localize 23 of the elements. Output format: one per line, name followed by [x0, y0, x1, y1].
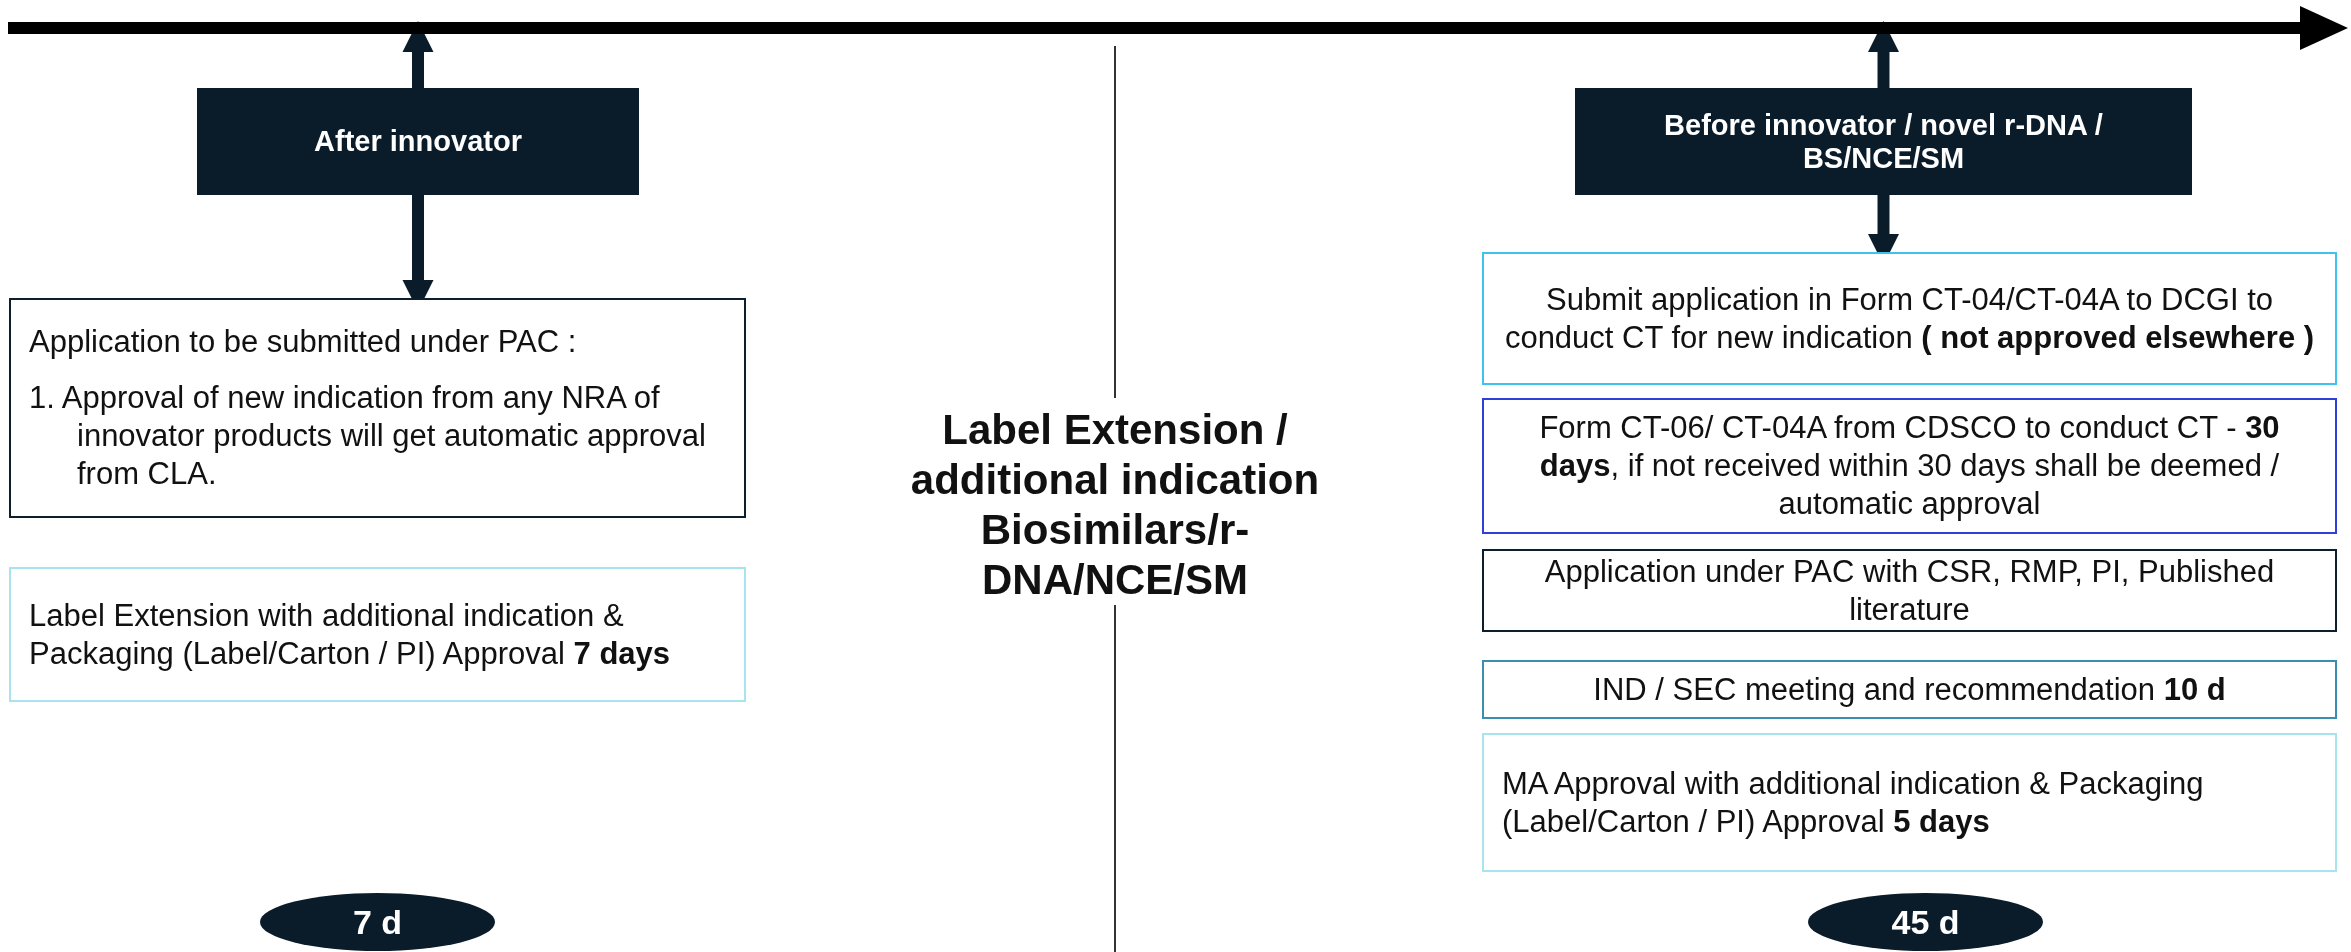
process-box [9, 567, 746, 702]
process-box [9, 298, 746, 518]
box-text: Submit application in Form CT-04/CT-04A to DCGI to conduct CT for new indication ( not approved elsewhere ) [1503, 280, 2316, 357]
box-text: Form CT-06/ CT-04A from CDSCO to conduct CT - 30 days, if not received within 30 days shall be deemed / automatic approval [1538, 409, 2281, 523]
arrow [1867, 21, 1900, 88]
process-box [1482, 398, 2337, 534]
process-box [1482, 733, 2337, 872]
box-label: After innovator [314, 125, 522, 158]
list-item: 1. Approval of new indication from any NRA of innovator products will get automatic approval from CLA. [29, 379, 707, 493]
category-box [1575, 88, 2192, 195]
timeline-arrow [8, 6, 2348, 50]
process-box [1482, 549, 2337, 632]
process-box [1482, 252, 2337, 385]
box-text: IND / SEC meeting and recommendation 10 d [1592, 670, 2227, 709]
duration-label: 7 d [352, 902, 403, 942]
box-text: Application under PAC with CSR, RMP, PI, Published literature [1543, 552, 2276, 629]
box-text: Application to be submitted under PAC : [29, 323, 578, 361]
category-box [197, 88, 639, 195]
process-box [1482, 660, 2337, 719]
box-text: Label Extension with additional indication & Packaging (Label/Carton / PI) Approval 7 days [29, 596, 672, 673]
box-label: Before innovator / novel r-DNA / BS/NCE/SM [1663, 108, 2104, 175]
duration-label: 45 d [1891, 902, 1960, 942]
box-text: MA Approval with additional indication & Packaging (Label/Carton / PI) Approval 5 days [1502, 764, 2205, 841]
